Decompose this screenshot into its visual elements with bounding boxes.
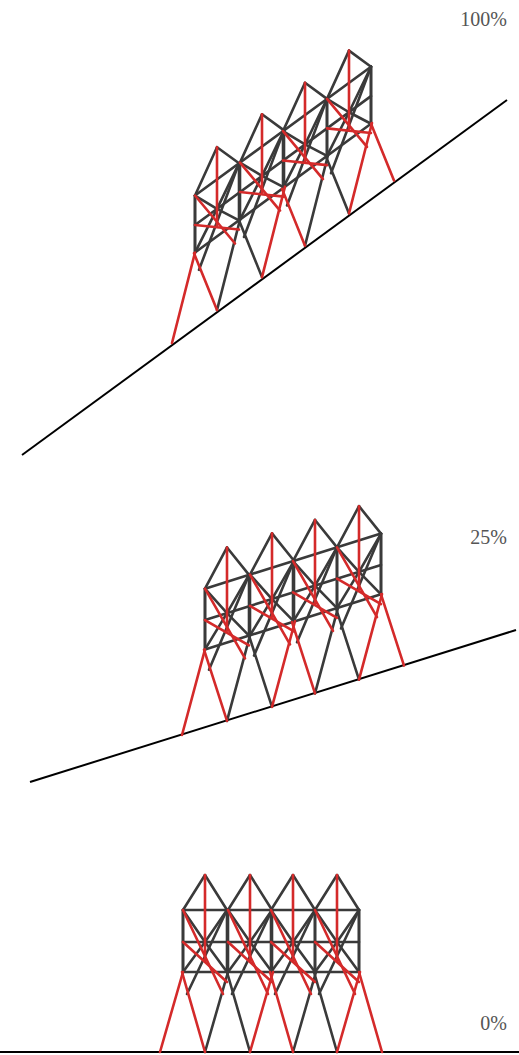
strut-gray xyxy=(195,147,217,195)
tensegrity-robot xyxy=(160,875,382,1052)
cable-red xyxy=(270,972,293,1052)
cable-red xyxy=(182,649,205,735)
strut-gray xyxy=(205,875,227,910)
tensegrity-robot xyxy=(182,506,404,735)
strut-gray xyxy=(358,910,361,972)
strut-gray xyxy=(244,130,284,237)
cable-red xyxy=(282,189,305,246)
slope-line xyxy=(22,100,507,455)
cable-red xyxy=(262,187,285,277)
cable-red xyxy=(250,972,273,1052)
strut-gray xyxy=(380,534,383,595)
strut-gray xyxy=(305,83,327,99)
strut-gray xyxy=(217,147,239,163)
cable-red xyxy=(371,124,394,181)
strut-gray xyxy=(183,875,205,910)
cable-red xyxy=(337,972,360,1052)
strut-gray xyxy=(327,51,349,99)
strut-gray xyxy=(305,155,328,245)
cable-red xyxy=(182,972,205,1052)
strut-gray xyxy=(283,130,286,187)
strut-gray xyxy=(349,51,371,67)
strut-gray xyxy=(199,163,239,270)
cable-red xyxy=(348,51,351,129)
strut-gray xyxy=(331,67,371,174)
cable-red xyxy=(183,910,223,994)
strut-gray xyxy=(239,220,262,277)
cable-red xyxy=(226,547,229,630)
slope-label: 100% xyxy=(460,8,507,31)
cable-red xyxy=(381,594,404,665)
strut-gray xyxy=(370,67,373,124)
strut-gray xyxy=(293,520,315,561)
cable-red xyxy=(292,622,315,693)
strut-gray xyxy=(380,534,383,595)
strut-gray xyxy=(370,67,373,124)
cable-red xyxy=(249,875,252,960)
cable-red xyxy=(172,253,195,343)
strut-gray xyxy=(336,608,359,679)
strut-gray xyxy=(195,67,371,196)
cable-red xyxy=(204,875,207,960)
cable-red xyxy=(327,99,367,147)
cable-red xyxy=(204,650,227,721)
strut-gray xyxy=(358,910,361,972)
ground-line xyxy=(0,1051,519,1053)
strut-gray xyxy=(359,506,381,533)
strut-gray xyxy=(262,114,284,130)
cable-red xyxy=(359,594,382,680)
strut-gray xyxy=(271,875,293,910)
strut-gray xyxy=(283,83,305,131)
strut-gray xyxy=(205,547,227,588)
strut-gray xyxy=(195,124,371,253)
strut-gray xyxy=(337,506,359,547)
cable-red xyxy=(358,506,361,589)
strut-gray xyxy=(315,875,337,910)
strut-gray xyxy=(314,972,337,1052)
strut-gray xyxy=(287,99,327,206)
slope-lines xyxy=(0,100,519,1052)
cable-red xyxy=(228,910,268,994)
cable-red xyxy=(195,196,235,244)
cable-red xyxy=(271,910,311,994)
cable-red xyxy=(216,147,219,225)
tensegrity-robot xyxy=(172,51,394,343)
strut-gray xyxy=(227,547,249,574)
strut-gray xyxy=(293,875,315,910)
tensegrity-robots xyxy=(160,51,404,1052)
strut-gray xyxy=(250,875,272,910)
cable-red xyxy=(292,875,295,960)
strut-gray xyxy=(195,96,371,225)
slope-label: 25% xyxy=(470,526,507,549)
cable-red xyxy=(283,131,323,179)
strut-gray xyxy=(205,972,228,1052)
strut-gray xyxy=(228,875,250,910)
strut-gray xyxy=(326,157,349,214)
cable-red xyxy=(160,972,183,1052)
strut-gray xyxy=(249,636,272,707)
cable-red xyxy=(240,163,280,211)
strut-gray xyxy=(337,875,359,910)
cable-red xyxy=(261,114,264,192)
cable-red xyxy=(194,253,217,310)
strut-gray xyxy=(250,533,272,574)
cable-red xyxy=(272,621,295,707)
cable-red xyxy=(349,123,372,213)
slope-label: 0% xyxy=(480,1012,507,1035)
strut-gray xyxy=(240,114,262,162)
cable-red xyxy=(336,875,339,960)
strut-gray xyxy=(227,972,250,1052)
strut-gray xyxy=(272,533,294,560)
strut-gray xyxy=(217,220,240,310)
cable-red xyxy=(271,533,274,616)
strut-gray xyxy=(315,520,337,547)
cable-red xyxy=(315,910,355,994)
strut-gray xyxy=(293,972,316,1052)
cable-red xyxy=(304,83,307,161)
cable-red xyxy=(359,972,382,1052)
cable-red xyxy=(314,520,317,603)
